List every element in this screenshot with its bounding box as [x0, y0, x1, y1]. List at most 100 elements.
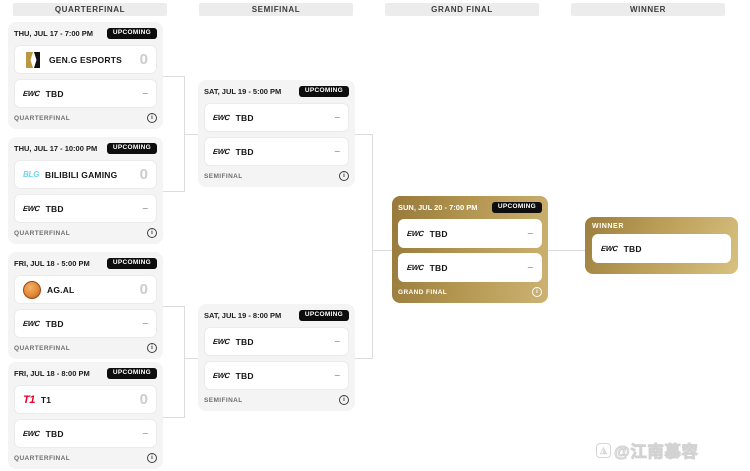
team-name: GEN.G ESPORTS [49, 54, 122, 65]
geng-logo-icon [26, 51, 40, 68]
watermark: ◮ @江南慕容 [596, 438, 699, 462]
team-score: – [142, 427, 148, 439]
team-name: TBD [45, 203, 64, 214]
match-card-sf1[interactable]: SAT, JUL 19 - 5:00 PM UPCOMING EWC TBD –… [198, 80, 355, 187]
connector-line [184, 134, 198, 135]
round-label: QUARTERFINAL [14, 229, 71, 237]
column-header-quarterfinal: QUARTERFINAL [13, 3, 167, 16]
team-name: BILIBILI GAMING [45, 169, 118, 180]
t1-logo-icon: T1 [23, 393, 35, 406]
ewc-logo-icon: EWC [212, 147, 231, 156]
team-slot: EWC TBD – [204, 103, 349, 132]
team-score: – [334, 145, 340, 157]
status-badge: UPCOMING [106, 28, 157, 39]
match-card-qf2[interactable]: THU, JUL 17 - 10:00 PM UPCOMING BLG BILI… [8, 137, 163, 244]
team-score: 0 [139, 391, 148, 408]
match-card-qf3[interactable]: FRI, JUL 18 - 5:00 PM UPCOMING AG.AL 0 E… [8, 252, 163, 359]
team-name: TBD [623, 243, 642, 254]
column-header-grand-final: GRAND FINAL [385, 3, 539, 16]
team-name: TBD [429, 262, 448, 273]
team-slot: EWC TBD – [398, 253, 542, 282]
team-slot: EWC TBD – [398, 219, 542, 248]
ewc-logo-icon: EWC [212, 113, 231, 122]
info-icon[interactable]: i [147, 343, 157, 353]
team-name: TBD [235, 336, 254, 347]
info-icon[interactable]: i [532, 287, 542, 297]
team-slot: T1 T1 0 [14, 385, 157, 414]
team-score: – [527, 227, 533, 239]
winner-card: WINNER EWC TBD [585, 217, 738, 274]
round-label: QUARTERFINAL [14, 114, 71, 122]
team-slot: GEN.G ESPORTS 0 [14, 45, 157, 74]
match-card-qf1[interactable]: THU, JUL 17 - 7:00 PM UPCOMING GEN.G ESP… [8, 22, 163, 129]
info-icon[interactable]: i [147, 453, 157, 463]
match-card-grand-final[interactable]: SUN, JUL 20 - 7:00 PM UPCOMING EWC TBD –… [392, 196, 548, 303]
ewc-logo-icon: EWC [600, 244, 619, 253]
connector-line [548, 250, 585, 251]
status-badge: UPCOMING [106, 143, 157, 154]
team-score: – [142, 317, 148, 329]
connector-line [184, 358, 198, 359]
status-badge: UPCOMING [298, 310, 349, 321]
connector-line [163, 306, 184, 307]
match-datetime: SAT, JUL 19 - 8:00 PM [204, 311, 282, 320]
connector-line [355, 358, 373, 359]
agal-logo-icon [23, 280, 41, 299]
connector-line [184, 306, 185, 418]
info-icon[interactable]: i [147, 113, 157, 123]
team-slot: EWC TBD – [14, 194, 157, 223]
team-score: 0 [139, 166, 148, 183]
ewc-logo-icon: EWC [22, 319, 41, 328]
status-badge: UPCOMING [491, 202, 542, 213]
watermark-text: @江南慕容 [614, 444, 699, 462]
team-slot: EWC TBD – [14, 309, 157, 338]
match-datetime: THU, JUL 17 - 7:00 PM [14, 29, 94, 38]
watermark-logo-icon: ◮ [596, 442, 611, 458]
ewc-logo-icon: EWC [22, 429, 41, 438]
connector-line [355, 134, 373, 135]
team-score: – [334, 369, 340, 381]
team-name: TBD [235, 370, 254, 381]
team-name: AG.AL [47, 284, 75, 295]
team-slot: EWC TBD – [204, 137, 349, 166]
team-slot: EWC TBD – [204, 361, 349, 390]
connector-line [372, 250, 392, 251]
status-badge: UPCOMING [298, 86, 349, 97]
team-score: – [334, 335, 340, 347]
match-datetime: FRI, JUL 18 - 8:00 PM [14, 369, 90, 378]
connector-line [372, 134, 373, 359]
team-score: – [142, 202, 148, 214]
winner-label: WINNER [592, 223, 624, 230]
team-name: TBD [45, 88, 64, 99]
info-icon[interactable]: i [339, 171, 349, 181]
info-icon[interactable]: i [339, 395, 349, 405]
connector-line [163, 191, 184, 192]
match-card-qf4[interactable]: FRI, JUL 18 - 8:00 PM UPCOMING T1 T1 0 E… [8, 362, 163, 469]
team-slot: BLG BILIBILI GAMING 0 [14, 160, 157, 189]
team-name: TBD [45, 428, 64, 439]
ewc-logo-icon: EWC [406, 263, 425, 272]
team-name: T1 [40, 394, 52, 405]
ewc-logo-icon: EWC [406, 229, 425, 238]
status-badge: UPCOMING [106, 368, 157, 379]
round-label: SEMIFINAL [204, 172, 243, 180]
column-header-winner: WINNER [571, 3, 725, 16]
team-score: – [142, 87, 148, 99]
match-datetime: THU, JUL 17 - 10:00 PM [14, 144, 98, 153]
team-name: TBD [235, 146, 254, 157]
match-datetime: SAT, JUL 19 - 5:00 PM [204, 87, 282, 96]
match-datetime: SUN, JUL 20 - 7:00 PM [398, 203, 478, 212]
ewc-logo-icon: EWC [22, 89, 41, 98]
blg-logo-icon: BLG [23, 170, 39, 179]
match-card-sf2[interactable]: SAT, JUL 19 - 8:00 PM UPCOMING EWC TBD –… [198, 304, 355, 411]
winner-team-slot: EWC TBD [592, 234, 731, 263]
round-label: GRAND FINAL [398, 288, 448, 296]
column-header-semifinal: SEMIFINAL [199, 3, 353, 16]
ewc-logo-icon: EWC [22, 204, 41, 213]
team-name: TBD [45, 318, 64, 329]
info-icon[interactable]: i [147, 228, 157, 238]
team-score: – [334, 111, 340, 123]
match-datetime: FRI, JUL 18 - 5:00 PM [14, 259, 90, 268]
round-label: QUARTERFINAL [14, 454, 71, 462]
team-score: 0 [139, 51, 148, 68]
